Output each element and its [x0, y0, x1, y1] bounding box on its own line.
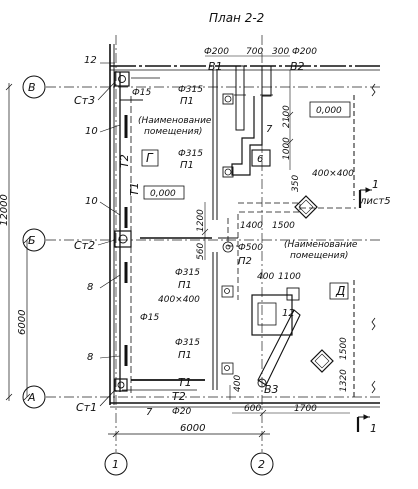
- pipe-v3: В3: [264, 383, 279, 396]
- label-st1: Ст1: [76, 401, 97, 414]
- dim-2100: 2100: [282, 105, 292, 128]
- mark-8-b: 8: [87, 352, 93, 363]
- axis-bubble-b: Б: [22, 228, 46, 252]
- fitting-diamond-lower: [310, 349, 334, 373]
- diam-f200-b: Ф200: [292, 47, 317, 57]
- axis-bubble-1: 1: [104, 452, 128, 476]
- room-g-frame: [141, 149, 159, 167]
- room-name-1-line2: помещения): [144, 127, 202, 137]
- riser-pipes: [119, 72, 205, 394]
- axis-bubble-v: В: [22, 75, 46, 99]
- unit-p1-d: П1: [178, 350, 192, 361]
- dimension-lines: [5, 83, 270, 438]
- pipe-t1-b: Т1: [178, 376, 192, 389]
- unit-p1-a: П1: [180, 96, 194, 107]
- elevation-box-1: 0,000: [143, 185, 185, 200]
- dim-300: 300: [272, 47, 289, 57]
- dim-700: 700: [246, 47, 263, 57]
- diam-f315-a: Ф315: [178, 85, 203, 95]
- dim-1700: 1700: [294, 404, 317, 414]
- mark-7-bottom: 7: [146, 407, 153, 418]
- dim-400: 400: [257, 272, 274, 282]
- pipe-t2-b: Т2: [172, 390, 186, 403]
- leader-lines-left: [97, 62, 121, 407]
- dim-1000: 1000: [282, 137, 292, 160]
- dim-1500-right: 1500: [339, 337, 349, 360]
- axis-label-1: 1: [112, 458, 119, 471]
- axis-label-b: Б: [28, 234, 36, 247]
- riser-st3: [114, 71, 130, 87]
- diam-f500: Ф500: [238, 243, 263, 253]
- dim-1400: 1400: [240, 221, 263, 231]
- dim-560: 560: [196, 243, 206, 260]
- ducts-top: [222, 65, 273, 178]
- diam-f15-b: Ф15: [140, 313, 159, 323]
- room-d-frame: [329, 282, 349, 300]
- axis-bubble-2: 2: [250, 452, 274, 476]
- mark-10-a: 10: [85, 126, 98, 137]
- mark-10-b: 10: [85, 196, 98, 207]
- walls: [109, 44, 380, 408]
- dim-1200: 1200: [196, 209, 206, 232]
- room-g: Г: [146, 151, 154, 165]
- ducts-middle: [140, 202, 356, 375]
- dim-12000: 12000: [0, 194, 10, 226]
- room-name-2-line2: помещения): [290, 251, 348, 261]
- diam-f315-d: Ф315: [175, 338, 200, 348]
- dim-6000: 6000: [17, 310, 28, 335]
- mark-8-a: 8: [87, 282, 93, 293]
- diam-f315-c: Ф315: [175, 268, 200, 278]
- pipe-t1-a: Т1: [128, 182, 141, 196]
- label-st3: Ст3: [74, 94, 95, 107]
- elevation-box-2: 0,000: [309, 101, 351, 118]
- section-num-top: 1: [372, 178, 379, 191]
- section-marks: [356, 187, 372, 432]
- unit-p1-c: П1: [178, 280, 192, 291]
- mark-7-top: 7: [266, 124, 273, 135]
- size-400x400-a: 400×400: [312, 169, 354, 179]
- unit-p2: П2: [238, 256, 252, 267]
- axis-label-2: 2: [258, 458, 265, 471]
- equipment-12: [251, 287, 301, 388]
- label-st2: Ст2: [74, 239, 95, 252]
- size-400x400-b: 400×400: [158, 295, 200, 305]
- dim-1100: 1100: [278, 272, 301, 282]
- pipe-v2: В2: [290, 60, 305, 73]
- diam-f20: Ф20: [172, 407, 191, 417]
- axis-label-v: В: [28, 81, 36, 94]
- elevation-1: 0,000: [150, 189, 176, 199]
- mark-12-unit: 12: [282, 308, 295, 319]
- mark-6: 6: [257, 154, 263, 165]
- plan-title: План 2-2: [209, 11, 264, 25]
- dim-6000-bottom: 6000: [180, 423, 205, 434]
- dim-1320: 1320: [339, 369, 349, 392]
- elevation-2: 0,000: [316, 106, 342, 116]
- dim-1500: 1500: [272, 221, 295, 231]
- diam-f315-b: Ф315: [178, 149, 203, 159]
- axis-label-a: А: [27, 391, 36, 404]
- mark-12-top: 12: [84, 55, 97, 66]
- pipe-v1: В1: [208, 60, 223, 73]
- dim-400-b: 400: [233, 375, 243, 392]
- diam-f200-a: Ф200: [204, 47, 229, 57]
- riser-st1: [114, 378, 128, 392]
- dim-350: 350: [291, 175, 301, 192]
- room-name-2-line1: (Наименование: [284, 240, 358, 250]
- dim-600: 600: [244, 404, 261, 414]
- axis-bubble-a: А: [22, 385, 46, 409]
- unit-p1-b: П1: [180, 160, 194, 171]
- diam-f15-a: Ф15: [132, 88, 151, 98]
- riser-st2: [114, 230, 132, 248]
- section-num-bottom: 1: [370, 422, 377, 435]
- fitting-diamond-upper: [294, 195, 318, 219]
- pipe-t2-a: Т2: [118, 154, 131, 168]
- inner-dim-lines: [201, 55, 350, 417]
- section-sheet: лист5: [359, 196, 391, 207]
- room-name-1-line1: (Наименование: [138, 116, 212, 126]
- room-d: Д: [335, 284, 345, 298]
